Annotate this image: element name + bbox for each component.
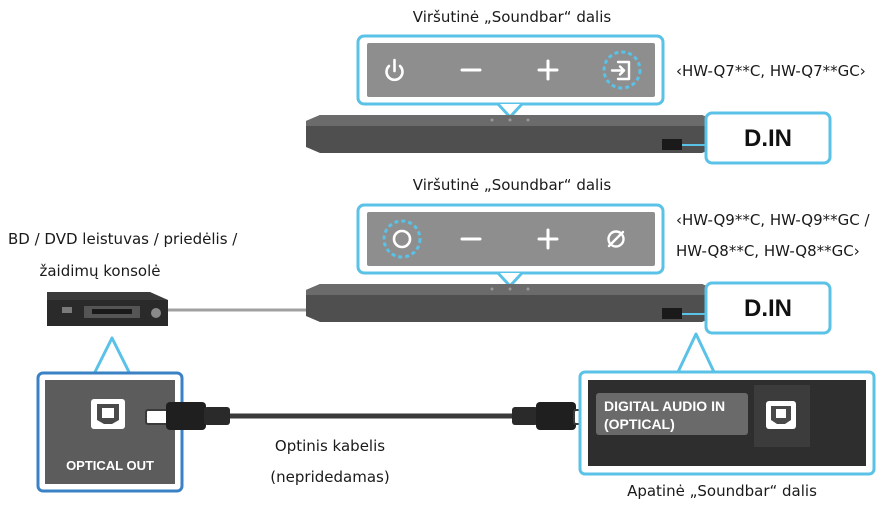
optical-cable bbox=[145, 402, 597, 430]
optical-out-label: OPTICAL OUT bbox=[66, 458, 154, 473]
soundbar-middle bbox=[306, 284, 716, 322]
bd-dvd-player-device bbox=[47, 292, 168, 326]
input-source-icon bbox=[610, 60, 631, 81]
top-panel-title: Viršutinė „Soundbar“ dalis bbox=[413, 8, 612, 26]
input-source-highlight bbox=[602, 50, 642, 90]
optical-out-pointer bbox=[92, 336, 132, 375]
cable-label-line2: (nepridedamas) bbox=[270, 468, 389, 486]
din-callout-middle bbox=[704, 281, 832, 335]
plus-icon bbox=[537, 59, 559, 81]
optical-port-icon bbox=[91, 399, 125, 429]
source-device-label-line2: žaidimų konsolė bbox=[39, 262, 160, 280]
source-device-label-line1: BD / DVD leistuvas / priedėlis / bbox=[8, 230, 238, 248]
plus-icon bbox=[537, 228, 559, 250]
cable-label-line1: Optinis kabelis bbox=[275, 437, 385, 455]
mic-off-icon bbox=[607, 230, 625, 248]
digital-audio-in-label-bg bbox=[596, 393, 748, 435]
optical-out-panel bbox=[45, 380, 175, 484]
top-panel-models: ‹HW-Q7**C, HW-Q7**GC› bbox=[676, 62, 866, 80]
top-panel-strip bbox=[367, 43, 655, 97]
middle-panel-strip bbox=[367, 212, 655, 266]
bottom-callout-pointer bbox=[676, 332, 716, 373]
bottom-panel-caption: Apatinė „Soundbar“ dalis bbox=[627, 482, 817, 500]
din-label-middle: D.IN bbox=[744, 295, 792, 322]
soundbar-top bbox=[306, 115, 716, 153]
middle-panel-models-line1: ‹HW-Q9**C, HW-Q9**GC / bbox=[676, 211, 871, 229]
digital-audio-in-label-line1: DIGITAL AUDIO IN bbox=[604, 398, 725, 414]
multi-function-icon bbox=[392, 229, 412, 249]
middle-panel-models-line2: HW-Q8**C, HW-Q8**GC› bbox=[676, 242, 860, 260]
optical-in-port-icon bbox=[766, 401, 796, 429]
middle-panel-title: Viršutinė „Soundbar“ dalis bbox=[413, 176, 612, 194]
multi-function-highlight bbox=[382, 219, 422, 259]
din-callout-top bbox=[704, 111, 832, 165]
digital-audio-in-label-line2: (OPTICAL) bbox=[604, 416, 675, 432]
din-label-top: D.IN bbox=[744, 125, 792, 152]
power-icon bbox=[385, 58, 404, 82]
